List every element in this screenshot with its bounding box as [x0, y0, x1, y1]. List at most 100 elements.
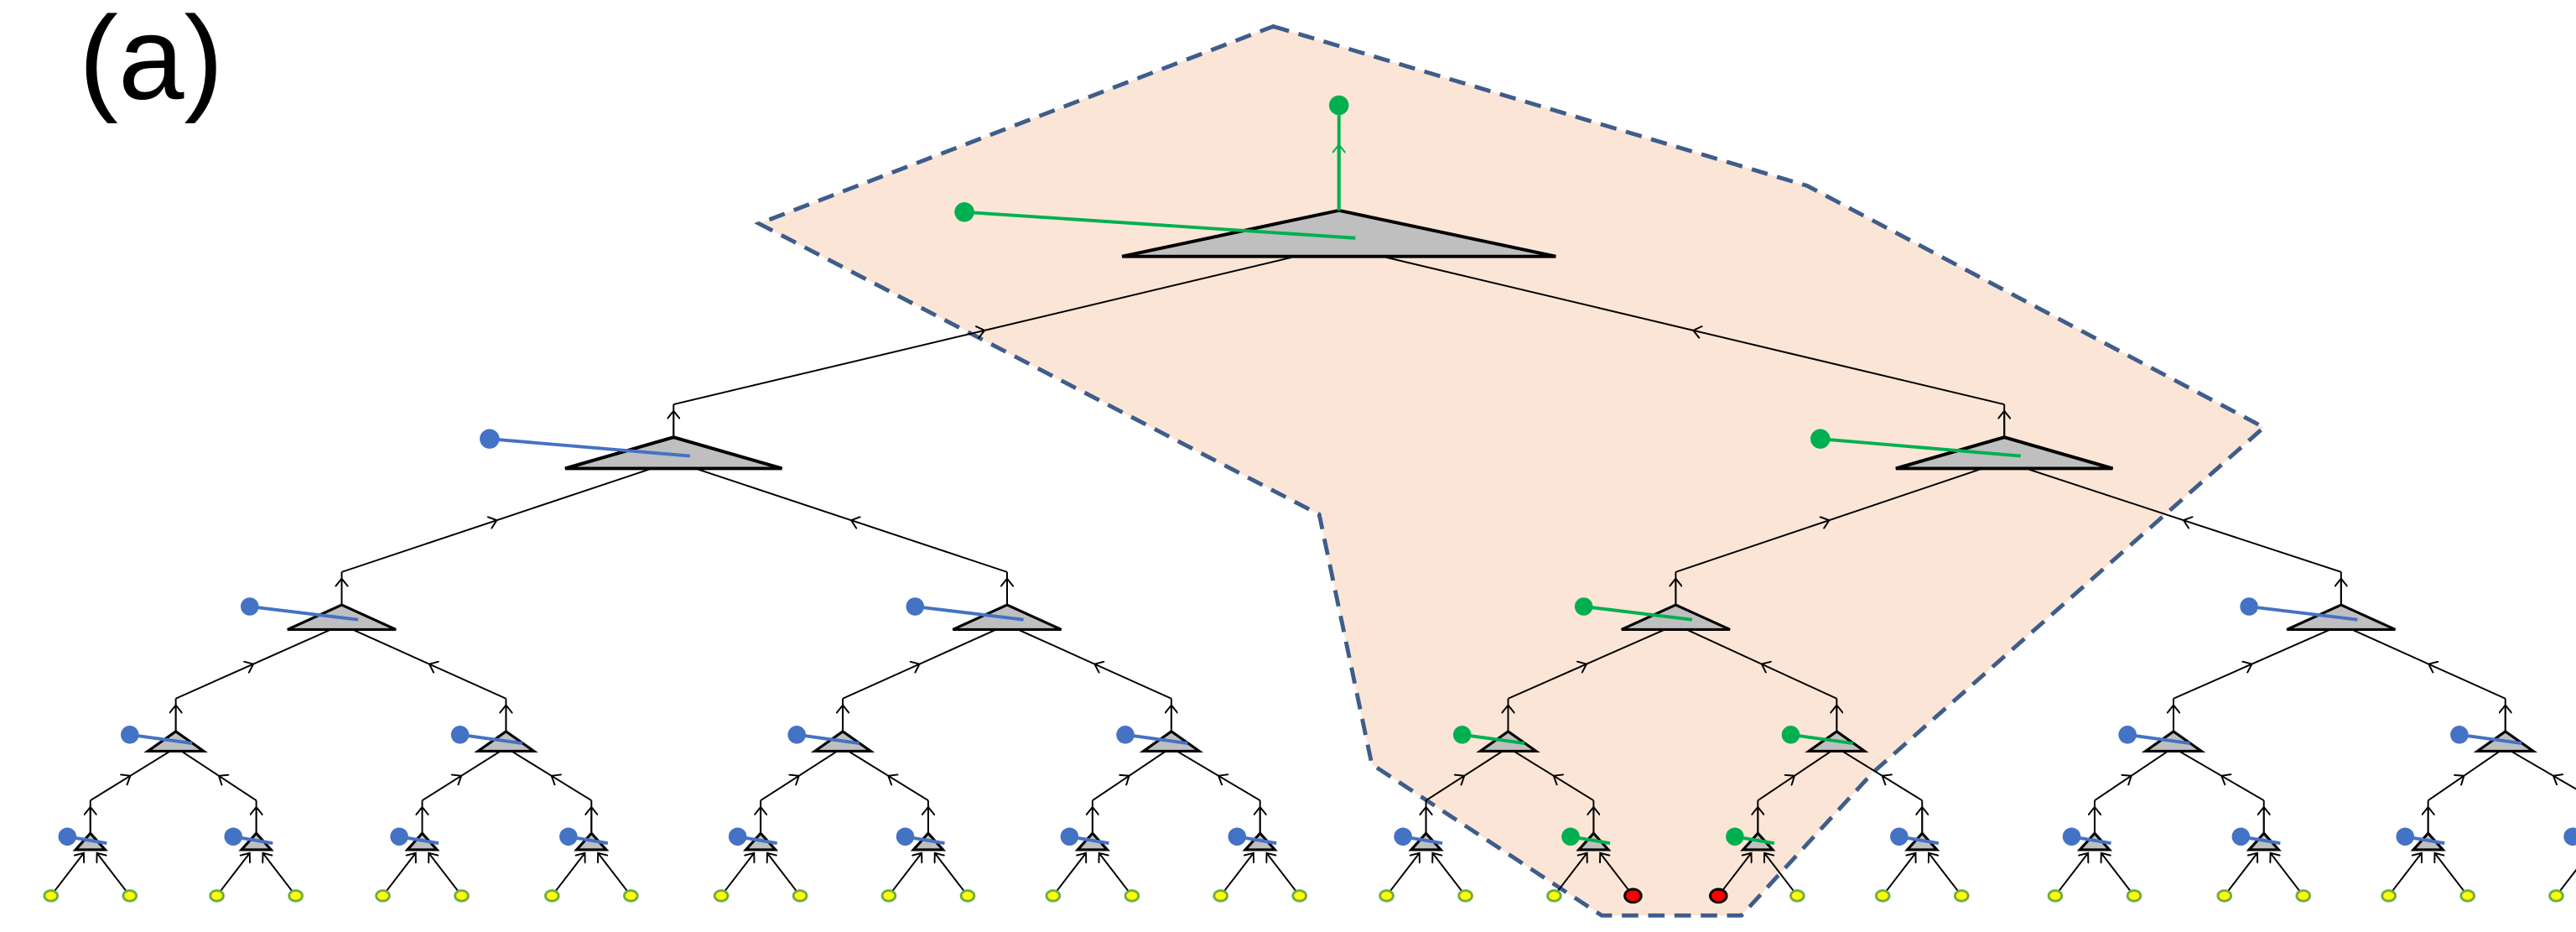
leaf-node: [713, 889, 730, 903]
leaf-edge: [1764, 853, 1799, 897]
pointer-line: [129, 732, 193, 745]
edge-arrow: [851, 520, 1008, 573]
blue-node: [559, 827, 578, 846]
edge-arrow: [2428, 664, 2506, 700]
leaf-node: [1874, 889, 1891, 903]
leaf-node: [1379, 889, 1394, 903]
edge: [1685, 628, 1763, 665]
pointer-line: [249, 605, 359, 622]
blue-node: [2240, 597, 2258, 616]
leaf-edge: [49, 853, 84, 897]
blue-node: [2563, 827, 2576, 846]
edge-arrow: [1508, 664, 1587, 700]
edge-arrow: [429, 664, 506, 700]
blue-node: [241, 597, 259, 616]
pointer-line: [1124, 732, 1188, 745]
edge-arrow: [673, 331, 984, 405]
blue-node: [224, 827, 242, 846]
aggregation-triangle: [1895, 435, 2114, 471]
highlighted-region: [754, 23, 2268, 918]
blue-node: [787, 726, 806, 744]
leaf-node: [454, 889, 470, 903]
pointer-line: [796, 732, 860, 745]
blue-node: [2118, 726, 2137, 744]
blue-node: [728, 827, 747, 846]
edge-arrow: [1554, 776, 1594, 802]
edge-arrow: [1094, 664, 1172, 700]
blue-node: [1890, 827, 1909, 846]
leaf-edge: [2435, 853, 2469, 897]
leaf-edge: [1432, 853, 1467, 897]
leaf-edge: [1052, 853, 1086, 897]
leaf-edge: [935, 853, 969, 897]
edge-arrow: [888, 776, 929, 802]
leaf-edge: [551, 853, 584, 897]
leaf-nodes: [43, 853, 2576, 904]
edge-arrow: [2221, 776, 2265, 802]
leaf-node: [543, 889, 560, 903]
edge-arrow: [2184, 520, 2342, 573]
leaf-edge: [262, 853, 297, 897]
edge: [2251, 628, 2331, 665]
edge: [129, 750, 171, 777]
leaf-node: [792, 889, 808, 903]
blue-node: [1394, 827, 1412, 846]
green-node: [1810, 429, 1831, 449]
edge: [1586, 628, 1665, 665]
leaf-node: [2126, 889, 2142, 903]
edge: [848, 750, 889, 777]
leaf-edge: [1600, 853, 1634, 897]
edge-arrow: [90, 776, 131, 802]
blue-node: [1060, 827, 1079, 846]
root-output-node: [1328, 95, 1349, 116]
leaf-node: [1045, 889, 1062, 903]
edge: [496, 467, 652, 522]
leaf-node: [43, 889, 60, 903]
leaf-node: [1457, 889, 1473, 903]
blue-node: [2231, 827, 2251, 846]
leaf-edge: [2387, 853, 2422, 897]
leaf-edge: [1099, 853, 1133, 897]
leaf-node: [623, 889, 639, 903]
edge: [1463, 750, 1504, 777]
blue-node: [896, 827, 915, 846]
edge-arrow: [341, 520, 497, 573]
tree-nodes: [58, 95, 2576, 851]
leaf-edge: [1385, 853, 1420, 897]
edge: [919, 628, 997, 665]
pointer-line: [1583, 605, 1693, 622]
edge-arrow: [1218, 776, 1261, 802]
green-node: [1781, 726, 1800, 744]
blue-node: [2062, 827, 2081, 846]
edge: [511, 750, 553, 777]
pointer-line: [489, 437, 691, 458]
edge-arrow: [1693, 331, 2005, 405]
leaf-node: [2548, 889, 2564, 903]
edge: [352, 628, 430, 665]
blue-node: [2450, 726, 2469, 744]
leaf-node: [2216, 889, 2233, 903]
edge: [694, 467, 852, 522]
leaf-node: [2295, 889, 2312, 903]
edge-arrow: [1675, 520, 1829, 573]
edge-arrow: [2173, 664, 2251, 700]
blue-node: [906, 597, 925, 616]
edge: [984, 255, 1296, 331]
edge-arrow: [2428, 776, 2464, 802]
leaf-edge: [888, 853, 922, 897]
edge: [252, 628, 331, 665]
leaf-edge: [2101, 853, 2135, 897]
edge-arrow: [1426, 776, 1465, 802]
blue-node: [2396, 827, 2415, 846]
leaf-node: [2459, 889, 2475, 903]
pointer-line: [460, 732, 523, 745]
tree-edges: [90, 255, 2576, 841]
leaf-edge: [2223, 853, 2257, 897]
edge: [1382, 255, 1694, 331]
blue-node: [121, 726, 139, 744]
leaf-edge: [1717, 853, 1751, 897]
leaf-node: [1953, 889, 1970, 903]
green-node: [1726, 827, 1744, 846]
leaf-edge: [720, 853, 754, 897]
